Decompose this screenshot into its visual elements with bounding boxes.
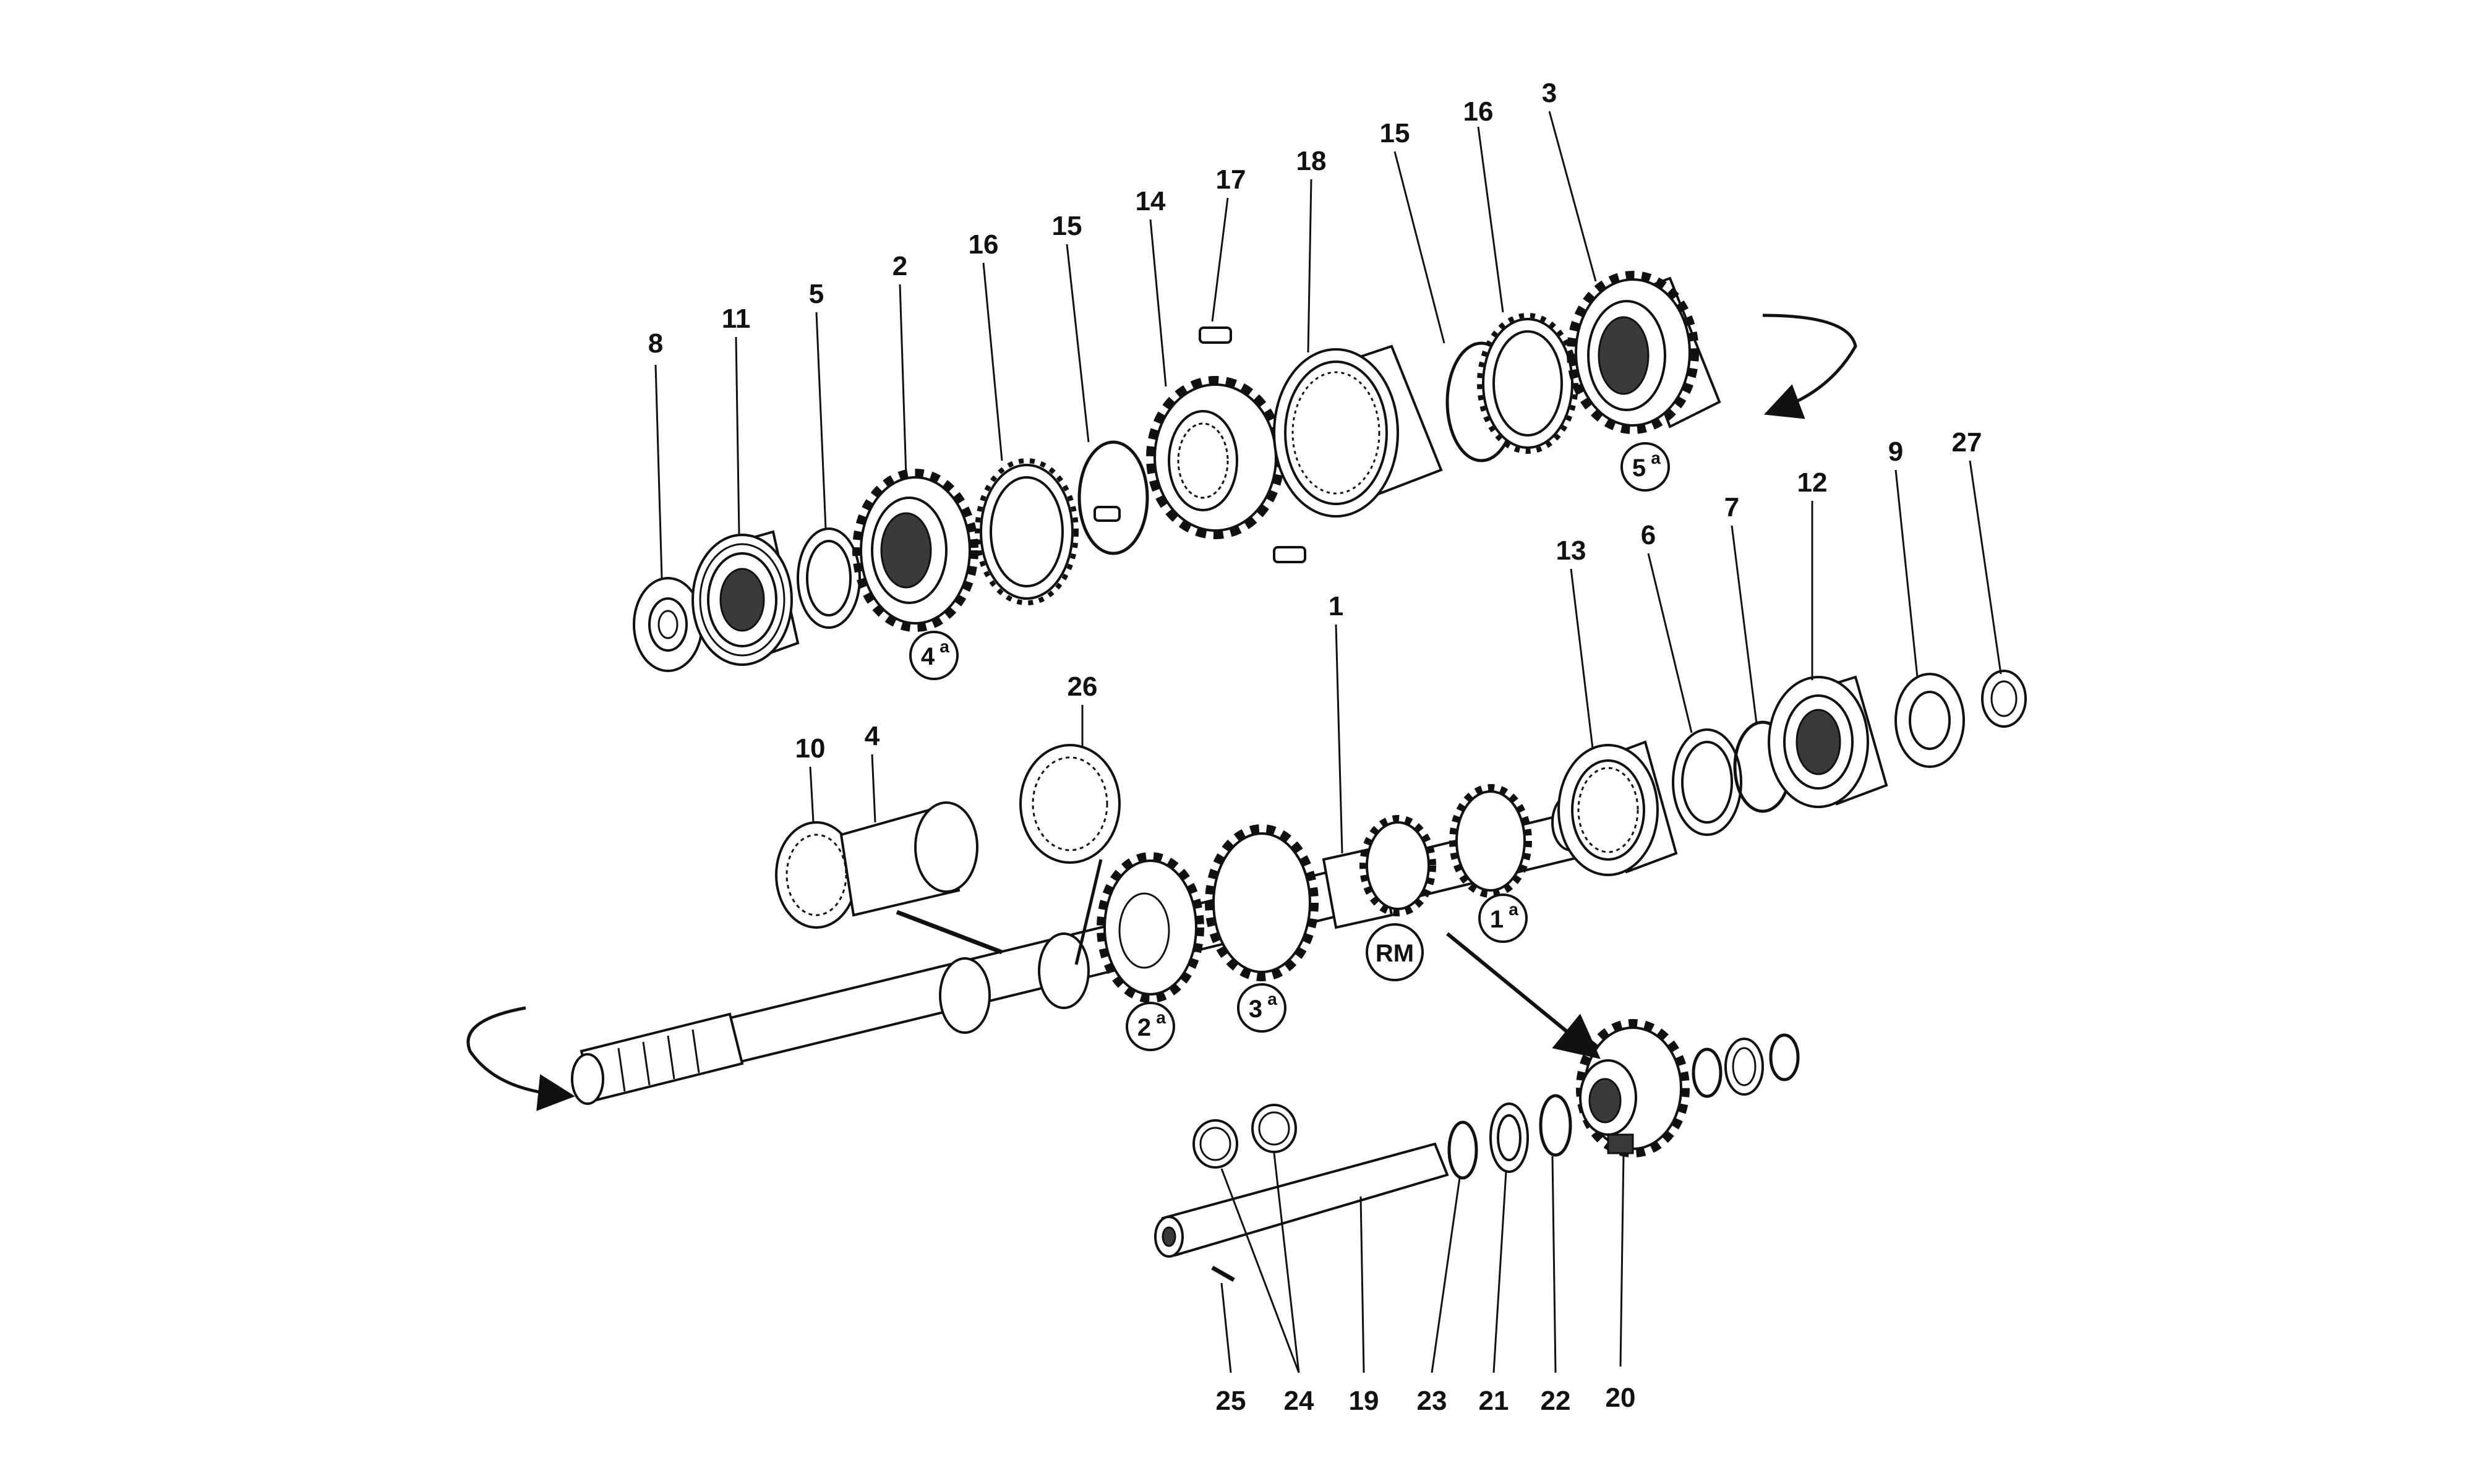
label-part-8: 8 [648,328,663,359]
label-part-5: 5 [809,279,824,309]
label-part-14: 14 [1136,186,1166,216]
part-16-synchro-ring-b [1477,313,1578,454]
label-part-24: 24 [1284,1386,1314,1416]
label-part-15b: 15 [1380,118,1410,148]
label-part-16b: 16 [1463,96,1494,127]
label-part-9: 9 [1888,437,1903,467]
label-part-16a: 16 [969,229,999,260]
label-part-21: 21 [1479,1386,1509,1416]
gear-label-3rd: 3 a [1237,983,1286,1033]
label-part-2: 2 [892,251,907,281]
label-part-13: 13 [1556,535,1586,566]
pointer-26 [1074,859,1103,965]
pointer-rm [1446,932,1601,1059]
gear-label-4th: 4 a [909,631,959,680]
part-12-bearing [1768,675,1888,808]
part-27-cap [1981,670,2027,728]
shaft-gear-2nd [1097,852,1204,1003]
part-18-sleeve [1273,344,1443,518]
reverse-assembly [1154,1019,1800,1282]
leader-lines [654,111,2002,1373]
part-15-spring-a [1077,440,1149,555]
label-part-6: 6 [1641,520,1656,550]
label-part-1: 1 [1329,591,1343,621]
label-part-12: 12 [1797,467,1828,498]
part-13-bearing [1557,740,1678,876]
label-part-15a: 15 [1052,211,1082,241]
part-11-bearing [691,530,800,666]
gear-label-1st: 1 a [1478,893,1528,943]
rotation-arrow-lower [466,1006,575,1111]
svg-text:2: 2 [1137,1014,1151,1041]
part-2-gear-4th [852,469,978,632]
part-14-hub [1146,376,1285,539]
label-part-20: 20 [1606,1383,1636,1413]
svg-text:a: a [1156,1008,1166,1027]
part-labels: 8 11 5 2 16 15 14 17 18 15 16 3 1 10 4 2… [648,78,1982,1416]
gear-label-reverse: RM [1366,923,1424,981]
label-part-18: 18 [1296,146,1327,176]
part-8-nut [633,577,703,672]
label-part-4: 4 [865,721,880,751]
label-part-27: 27 [1952,427,1982,458]
part-9-nut [1894,673,1965,768]
label-part-3: 3 [1542,78,1557,108]
upper-assembly [633,271,1721,672]
label-part-26: 26 [1068,672,1098,702]
label-part-17: 17 [1216,164,1246,195]
label-part-25: 25 [1216,1386,1246,1416]
gear-label-2nd: 2 a [1126,1002,1175,1051]
part-5-ring [797,527,861,629]
gear-label-5th: 5 a [1620,442,1670,492]
svg-text:1: 1 [1490,906,1504,933]
svg-text:3: 3 [1249,996,1262,1023]
shaft-gear-3rd [1205,824,1319,981]
label-part-23: 23 [1417,1386,1447,1416]
label-part-22: 22 [1541,1386,1571,1416]
gear-labels: 4 a 5 a 2 a 3 a 1 a RM [909,442,1670,1051]
part-16-synchro-ring-a [975,458,1079,605]
label-part-11: 11 [722,304,751,334]
label-part-19: 19 [1349,1386,1379,1416]
svg-text:a: a [1267,989,1277,1009]
svg-text:a: a [1509,900,1518,919]
label-part-10: 10 [795,733,826,764]
detent-parts-left [1094,326,1306,563]
shaft-gear-reverse [1359,815,1436,916]
main-shaft [571,784,1622,1105]
part-26-needle-bearing [1019,744,1121,864]
shaft-gear-1st [1449,784,1532,898]
svg-text:a: a [1651,448,1661,467]
pointer-4 [896,910,1003,955]
svg-text:5: 5 [1632,454,1646,482]
svg-text:RM: RM [1376,940,1414,967]
part-4-bush [839,801,978,917]
rotation-arrow-upper [1762,313,1857,419]
svg-text:a: a [940,637,949,656]
part-3-gear-5th [1567,271,1721,434]
svg-text:4: 4 [921,643,935,670]
part-6-ring [1672,728,1742,836]
label-part-7: 7 [1724,492,1739,522]
